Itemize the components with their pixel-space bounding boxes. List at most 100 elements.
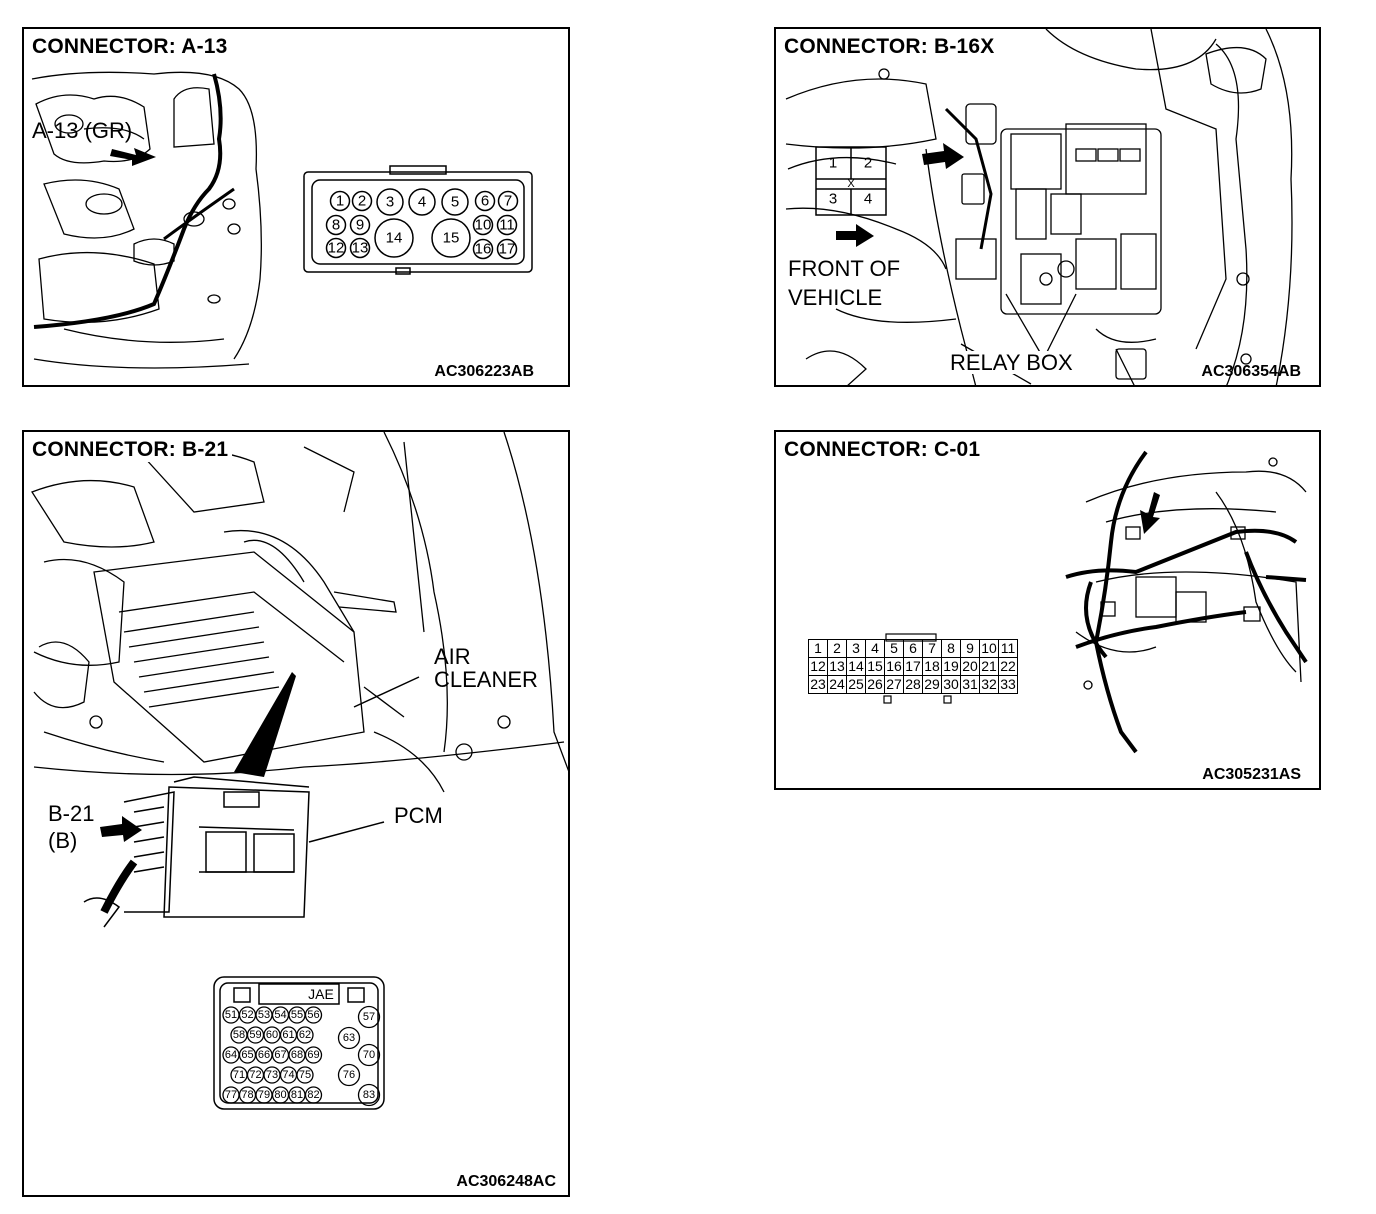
- panel-connector-c01: CONNECTOR: C-01 1: [774, 430, 1321, 790]
- pin-label: 74: [282, 1069, 294, 1081]
- figure-code: AC306248AC: [456, 1173, 556, 1190]
- pin-circle: [304, 1086, 323, 1104]
- pin-label: 3: [829, 191, 837, 208]
- pin-cell: 30: [941, 675, 961, 694]
- pin-label: 54: [274, 1009, 286, 1021]
- pin-label: 52: [241, 1009, 253, 1021]
- pin-label: 16: [475, 241, 492, 258]
- pin-circle: [304, 1046, 323, 1064]
- pin-label: 11: [499, 217, 515, 234]
- pin-label: 13: [352, 240, 369, 257]
- pin-mark: X: [847, 178, 855, 190]
- arrow-icon: [1140, 492, 1160, 534]
- pin-label: 2: [864, 155, 872, 172]
- pin-cell: 33: [998, 675, 1018, 694]
- pin-label: 64: [225, 1049, 237, 1061]
- pin-label: 4: [418, 194, 426, 211]
- pin-cell: 9: [960, 639, 980, 658]
- panel-title: CONNECTOR: A-13: [32, 35, 232, 59]
- pin-label: 12: [328, 240, 345, 257]
- pin-cell: 28: [903, 675, 923, 694]
- pin-circle: [337, 1063, 361, 1087]
- pin-label: 63: [343, 1032, 355, 1044]
- pin-label: 71: [233, 1069, 245, 1081]
- pin-label: 80: [274, 1089, 286, 1101]
- pin-label: 5: [451, 194, 459, 211]
- pin-circle: [296, 1066, 314, 1084]
- front-of-vehicle-label: FRONT OF VEHICLE: [788, 257, 900, 309]
- pin-circle: [337, 1026, 361, 1050]
- pin-label: 55: [291, 1009, 303, 1021]
- pin-label: 6: [481, 193, 489, 210]
- pin-label: 66: [258, 1049, 270, 1061]
- panel-connector-b16x: CONNECTOR: B-16X: [774, 27, 1321, 387]
- front-of-vehicle-line1: FRONT OF: [788, 256, 901, 281]
- pin-label: 51: [225, 1009, 237, 1021]
- pin-circle: [296, 1026, 314, 1044]
- arrow-icon: [110, 148, 156, 166]
- pin-cell: 10: [979, 639, 999, 658]
- pin-label: 77: [225, 1089, 237, 1101]
- air-cleaner-pcm-illustration: [31, 432, 568, 1110]
- pin-cell: 20: [960, 657, 980, 676]
- panel-title: CONNECTOR: B-16X: [784, 35, 999, 59]
- figure-code: AC306223AB: [434, 363, 534, 380]
- jae-header: JAE: [308, 986, 334, 1002]
- pin-label: 10: [475, 217, 492, 234]
- pin-label: 17: [499, 241, 516, 258]
- relay-box-label: RELAY BOX: [948, 350, 1075, 375]
- pin-label: 73: [266, 1069, 278, 1081]
- callout-label: A-13 (GR): [32, 118, 133, 143]
- pin-label: 72: [249, 1069, 261, 1081]
- pin-label: 1: [336, 193, 344, 210]
- pin-cell: 4: [865, 639, 885, 658]
- panel-title: CONNECTOR: C-01: [784, 438, 985, 462]
- pin-label: 76: [343, 1069, 355, 1081]
- pin-label: 83: [363, 1089, 375, 1101]
- connector-a13-face: 1 2 3 4 5 6 7 8 9 10 11 12 13 14 15 16 1…: [303, 165, 533, 275]
- air-cleaner-label: AIR CLEANER: [434, 645, 538, 691]
- pin-cell: 13: [827, 657, 847, 676]
- pin-cell: 25: [846, 675, 866, 694]
- dash-harness-illustration: [1065, 450, 1308, 754]
- pin-circle: [357, 1043, 381, 1067]
- pin-label: 2: [358, 193, 366, 210]
- figure-code: AC306354AB: [1201, 363, 1301, 380]
- pin-cell: 7: [922, 639, 942, 658]
- pin-label: 62: [299, 1029, 311, 1041]
- arrow-icon: [836, 224, 874, 247]
- pin-cell: 3: [846, 639, 866, 658]
- pin-cell: 19: [941, 657, 961, 676]
- pin-label: 9: [356, 217, 364, 234]
- pin-label: 3: [386, 194, 394, 211]
- pin-label: 1: [829, 155, 837, 172]
- pin-cell: 17: [903, 657, 923, 676]
- pin-cell: 26: [865, 675, 885, 694]
- arrow-icon: [100, 816, 142, 842]
- front-of-vehicle-line2: VEHICLE: [788, 285, 883, 311]
- pin-cell: 8: [941, 639, 961, 658]
- pin-label: 58: [233, 1029, 245, 1041]
- pin-cell: 11: [998, 639, 1018, 658]
- pin-label: 61: [282, 1029, 294, 1041]
- arrow-icon: [922, 143, 964, 169]
- pin-label: 69: [307, 1049, 319, 1061]
- pin-cell: 12: [808, 657, 828, 676]
- pin-cell: 24: [827, 675, 847, 694]
- pin-cell: 15: [865, 657, 885, 676]
- pin-circle: [304, 1006, 323, 1024]
- panel-connector-a13: CONNECTOR: A-13 A-13 (GR): [22, 27, 570, 387]
- pin-label: 8: [332, 217, 340, 234]
- pin-label: 53: [258, 1009, 270, 1021]
- pin-cell: 18: [922, 657, 942, 676]
- pin-label: 59: [249, 1029, 261, 1041]
- b21-callout: B-21 (B): [48, 802, 94, 852]
- pin-cell: 21: [979, 657, 999, 676]
- pin-cell: 31: [960, 675, 980, 694]
- pin-label: 82: [307, 1089, 319, 1101]
- pin-cell: 22: [998, 657, 1018, 676]
